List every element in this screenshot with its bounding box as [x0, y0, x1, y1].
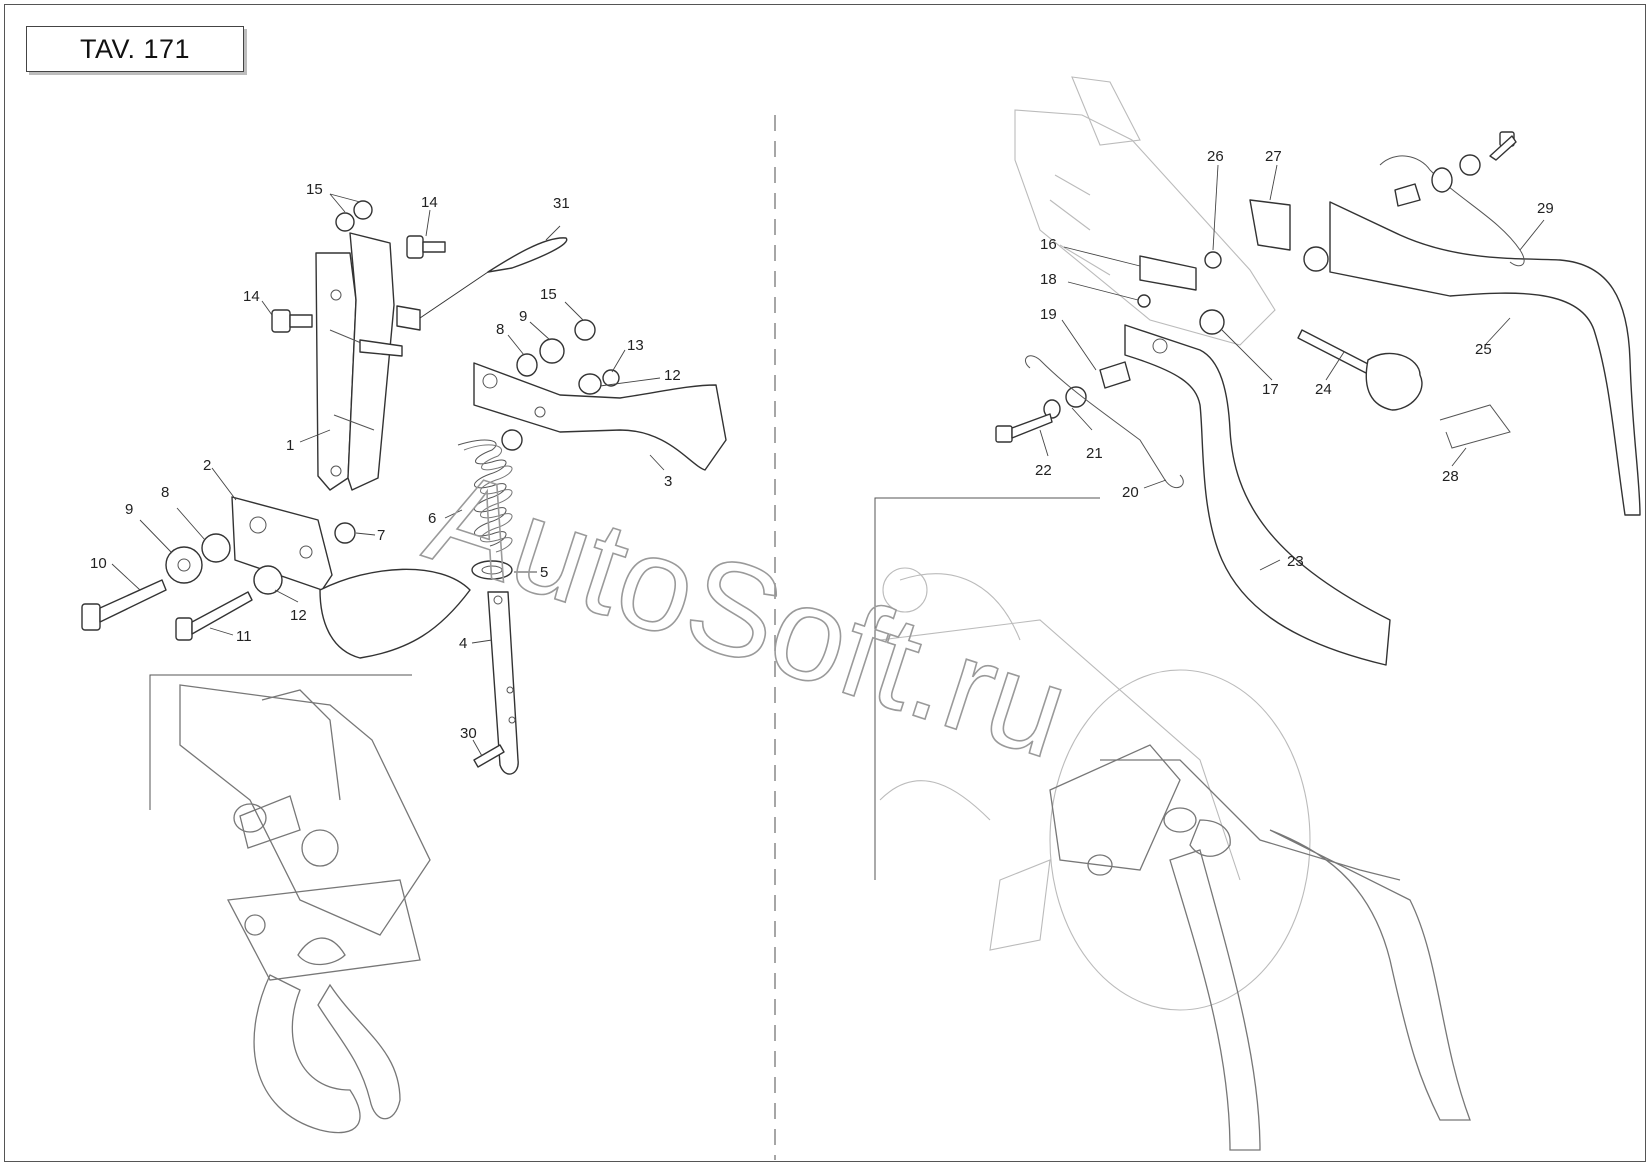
left-exploded-assembly — [81, 200, 727, 1134]
label-part-30: 30 — [460, 725, 477, 742]
label-part-3: 3 — [664, 473, 672, 490]
label-part-26: 26 — [1207, 148, 1224, 165]
label-part-23: 23 — [1287, 553, 1304, 570]
sheet-border — [4, 4, 1646, 1162]
callout-labels: 15 14 31 14 15 9 8 13 12 1 2 3 8 9 6 7 1… — [90, 148, 1554, 742]
label-part-1: 1 — [286, 437, 294, 454]
label-part-2: 2 — [203, 457, 211, 474]
callout-leader-lines — [111, 164, 1545, 757]
label-part-6: 6 — [428, 510, 436, 527]
label-part-17: 17 — [1262, 381, 1279, 398]
label-part-9-left: 9 — [125, 501, 133, 518]
label-part-25: 25 — [1475, 341, 1492, 358]
label-part-4: 4 — [459, 635, 467, 652]
right-inset-view — [874, 497, 1471, 1151]
label-part-13: 13 — [627, 337, 644, 354]
label-part-10: 10 — [90, 555, 107, 572]
label-part-12-right: 12 — [664, 367, 681, 384]
label-part-31: 31 — [553, 195, 570, 212]
right-exploded-assembly — [874, 76, 1641, 1151]
label-part-24: 24 — [1315, 381, 1332, 398]
label-part-8-right: 8 — [496, 321, 504, 338]
label-part-15-right: 15 — [540, 286, 557, 303]
label-part-5: 5 — [540, 564, 548, 581]
label-part-11: 11 — [236, 628, 252, 645]
label-part-9-right: 9 — [519, 308, 527, 325]
label-part-14-left: 14 — [243, 288, 260, 305]
label-part-20: 20 — [1122, 484, 1139, 501]
sheet-title: TAV. 171 — [26, 26, 244, 72]
label-part-22: 22 — [1035, 462, 1052, 479]
label-part-12-left: 12 — [290, 607, 307, 624]
left-inset-view — [149, 674, 431, 1134]
label-part-21: 21 — [1086, 445, 1103, 462]
label-part-29: 29 — [1537, 200, 1554, 217]
label-part-7: 7 — [377, 527, 385, 544]
label-part-27: 27 — [1265, 148, 1282, 165]
label-part-28: 28 — [1442, 468, 1459, 485]
label-part-8-left: 8 — [161, 484, 169, 501]
label-part-15-top: 15 — [306, 181, 323, 198]
label-part-14-top: 14 — [421, 194, 438, 211]
label-part-16: 16 — [1040, 236, 1057, 253]
label-part-19: 19 — [1040, 306, 1057, 323]
label-part-18: 18 — [1040, 271, 1057, 288]
